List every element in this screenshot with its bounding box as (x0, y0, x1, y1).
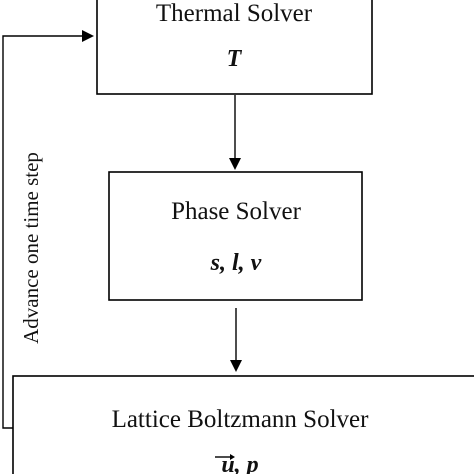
thermal-solver-title: Thermal Solver (156, 0, 313, 27)
lbm-solver-box (12, 375, 474, 474)
lbm-solver-title: Lattice Boltzmann Solver (112, 406, 370, 433)
phase-solver-node: Phase Solver s, l, v (108, 171, 363, 301)
thermal-solver-node: Thermal Solver T (96, 0, 373, 95)
phase-solver-variables: s, l, v (210, 250, 262, 276)
thermal-solver-box (96, 0, 373, 95)
phase-solver-box (108, 171, 363, 301)
lbm-solver-variables: u, p (221, 452, 258, 474)
vector-arrow-mark-head (230, 454, 235, 460)
loop-label: Advance one time step (19, 152, 43, 344)
lbm-solver-node: Lattice Boltzmann Solver u, p (12, 375, 474, 474)
thermal-solver-variables: T (227, 46, 243, 72)
phase-solver-title: Phase Solver (171, 198, 302, 225)
loop-arrow-lbm-to-thermal (2, 30, 94, 429)
